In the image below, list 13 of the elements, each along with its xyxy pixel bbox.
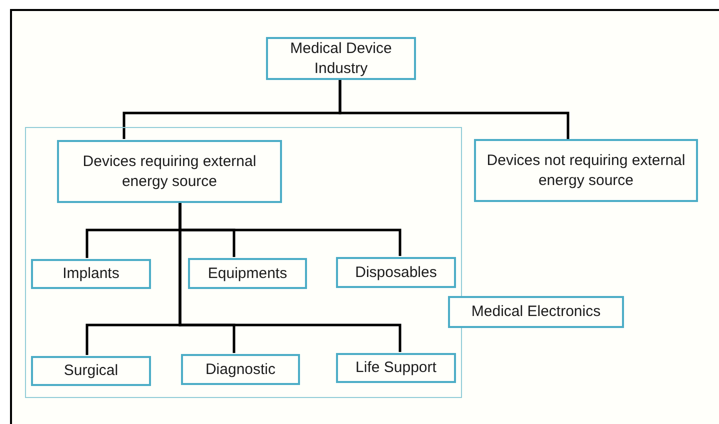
category-box: Medical Device Industry — [266, 37, 416, 80]
category-box: Implants — [31, 259, 151, 289]
category-box: Diagnostic — [181, 354, 300, 385]
connector-line — [178, 202, 402, 352]
group-frame — [25, 127, 462, 398]
category-box: Devices not requiring external energy source — [474, 139, 698, 202]
category-box: Disposables — [336, 257, 456, 288]
category-box: Life Support — [336, 353, 456, 383]
category-box: Equipments — [188, 258, 307, 289]
connector-line — [338, 80, 570, 139]
category-box: Surgical — [31, 356, 151, 386]
category-box: Medical Electronics — [448, 296, 624, 328]
category-box: Devices requiring external energy source — [57, 140, 282, 203]
